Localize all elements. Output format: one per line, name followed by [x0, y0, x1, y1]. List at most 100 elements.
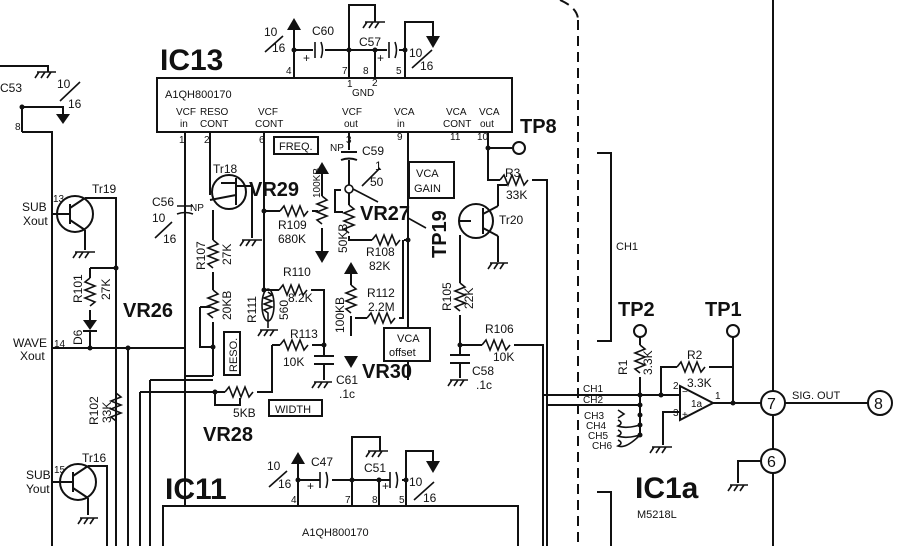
pin-number: 2 [372, 78, 378, 89]
pin-number: 2 [673, 381, 679, 392]
tp2-label: TP2 [618, 299, 655, 321]
connector-7-label: 7 [767, 396, 776, 413]
r108-value: 82K [369, 259, 390, 273]
ic11-name: IC11 [165, 473, 227, 506]
vcf-section: C56 NP 10 16 Tr18 VR29 R107 27K 20KB RES… [139, 132, 358, 546]
r101-label: R101 [71, 274, 85, 303]
ch-input-label: CH1 [583, 384, 603, 395]
r2-value: 3.3K [687, 376, 712, 390]
freq-label: FREQ. [279, 141, 313, 153]
supply-arrow-down-icon [426, 36, 440, 48]
wave-xout-label-2: Xout [20, 349, 45, 363]
c51-value-den: 16 [423, 491, 437, 505]
c60-value-den: 16 [272, 41, 286, 55]
c56-value-den: 16 [163, 232, 177, 246]
pin-number: 1 [715, 391, 721, 402]
ic13-gnd-label: GND [352, 88, 374, 99]
r112-value: 2.2M [368, 300, 395, 314]
ic1a-name: IC1a [635, 472, 699, 505]
pin-number: 1 [179, 135, 185, 146]
r111-label: R111 [245, 296, 259, 323]
c47-value-den: 16 [278, 477, 292, 491]
supply-arrow-up-icon [291, 452, 305, 464]
vca-section: NP C59 1 50 VR27 50KB R108 82K VCA GAIN … [330, 116, 557, 546]
plus-sign: + [303, 51, 310, 65]
c57-value-den: 16 [420, 59, 434, 73]
pin-number: 3 [673, 408, 679, 419]
pin-number: 7 [342, 66, 348, 77]
tp8-terminal [512, 141, 526, 155]
channel-input-labels: CH1 CH2 CH3 CH4 CH5 CH6 [583, 384, 612, 452]
r105-symbol [452, 282, 468, 312]
pin-label: CONT [255, 119, 283, 130]
pin-number: 4 [286, 66, 292, 77]
d6-diode-icon [83, 320, 97, 330]
pin-number: 5 [399, 495, 405, 506]
sub-yout-label: SUB [26, 468, 51, 482]
r101-value: 27K [99, 279, 113, 300]
r107-value: 27K [220, 244, 234, 265]
ic13-body [156, 77, 513, 133]
r1-symbol [632, 344, 648, 374]
vr29-symbol [314, 195, 330, 225]
tp1-terminal [726, 324, 740, 338]
r3-symbol [499, 172, 529, 188]
ch1-bracket-label: CH1 [616, 241, 638, 253]
r110-symbol [278, 282, 308, 298]
c59-value-den: 50 [370, 175, 384, 189]
r109-value: 680K [278, 232, 306, 246]
ground-icon [649, 446, 672, 454]
vr30-arrow-up-icon [344, 262, 358, 274]
r101-symbol [82, 277, 98, 307]
pin-number: 8 [363, 66, 369, 77]
tp8-label: TP8 [520, 116, 557, 138]
r112-label: R112 [367, 286, 395, 300]
reso-label: RESO. [228, 338, 240, 372]
vr26-value: 20KB [220, 291, 234, 320]
r3-label: R3 [505, 166, 521, 180]
r2-symbol [676, 359, 706, 375]
ground-icon [34, 71, 56, 79]
c53-value-num: 10 [57, 77, 71, 91]
c57-label: C57 [359, 35, 381, 49]
ground-icon [257, 329, 278, 337]
sub-xout-label: SUB [22, 200, 47, 214]
supply-arrow-down-icon [426, 461, 440, 473]
ic11-part: A1QH800170 [302, 527, 369, 539]
c57-value-num: 10 [409, 46, 423, 60]
pin-number: 11 [450, 132, 461, 143]
c47-label: C47 [311, 455, 333, 469]
pin-label: in [397, 119, 405, 130]
pin-label: VCF [176, 107, 196, 118]
r102-label: R102 [87, 396, 101, 425]
ic1a-part: M5218L [637, 509, 677, 521]
r113-value: 10K [283, 355, 304, 369]
pin-label: VCA [446, 107, 467, 118]
c59-label: C59 [362, 144, 384, 158]
minus-sign: − [682, 387, 688, 398]
c60-value-num: 10 [264, 25, 278, 39]
c59-value-num: 1 [375, 159, 382, 173]
pin-label: VCF [258, 107, 278, 118]
pin-label: out [344, 119, 358, 130]
vr29-value: 100KB [312, 168, 323, 198]
r110-label: R110 [283, 265, 311, 279]
vr27-symbol [341, 204, 357, 234]
ic13-part: A1QH800170 [165, 89, 232, 101]
pin-number: 1 [347, 79, 353, 90]
c57-symbol [388, 41, 398, 59]
pin-label: VCA [394, 107, 415, 118]
ground-icon [239, 239, 262, 247]
tp1-label: TP1 [705, 299, 742, 321]
ground-icon [72, 251, 95, 259]
r1-label: R1 [616, 359, 630, 375]
plus-sign: + [682, 410, 688, 421]
pin-number: 10 [477, 132, 489, 143]
c47-value-num: 10 [267, 459, 281, 473]
pin-number: 6 [259, 135, 265, 146]
r113-symbol [279, 337, 309, 353]
pin-label: VCF [342, 107, 362, 118]
r102-value: 33K [100, 402, 114, 423]
pin-number: 5 [396, 66, 402, 77]
r105-label: R105 [440, 282, 454, 311]
